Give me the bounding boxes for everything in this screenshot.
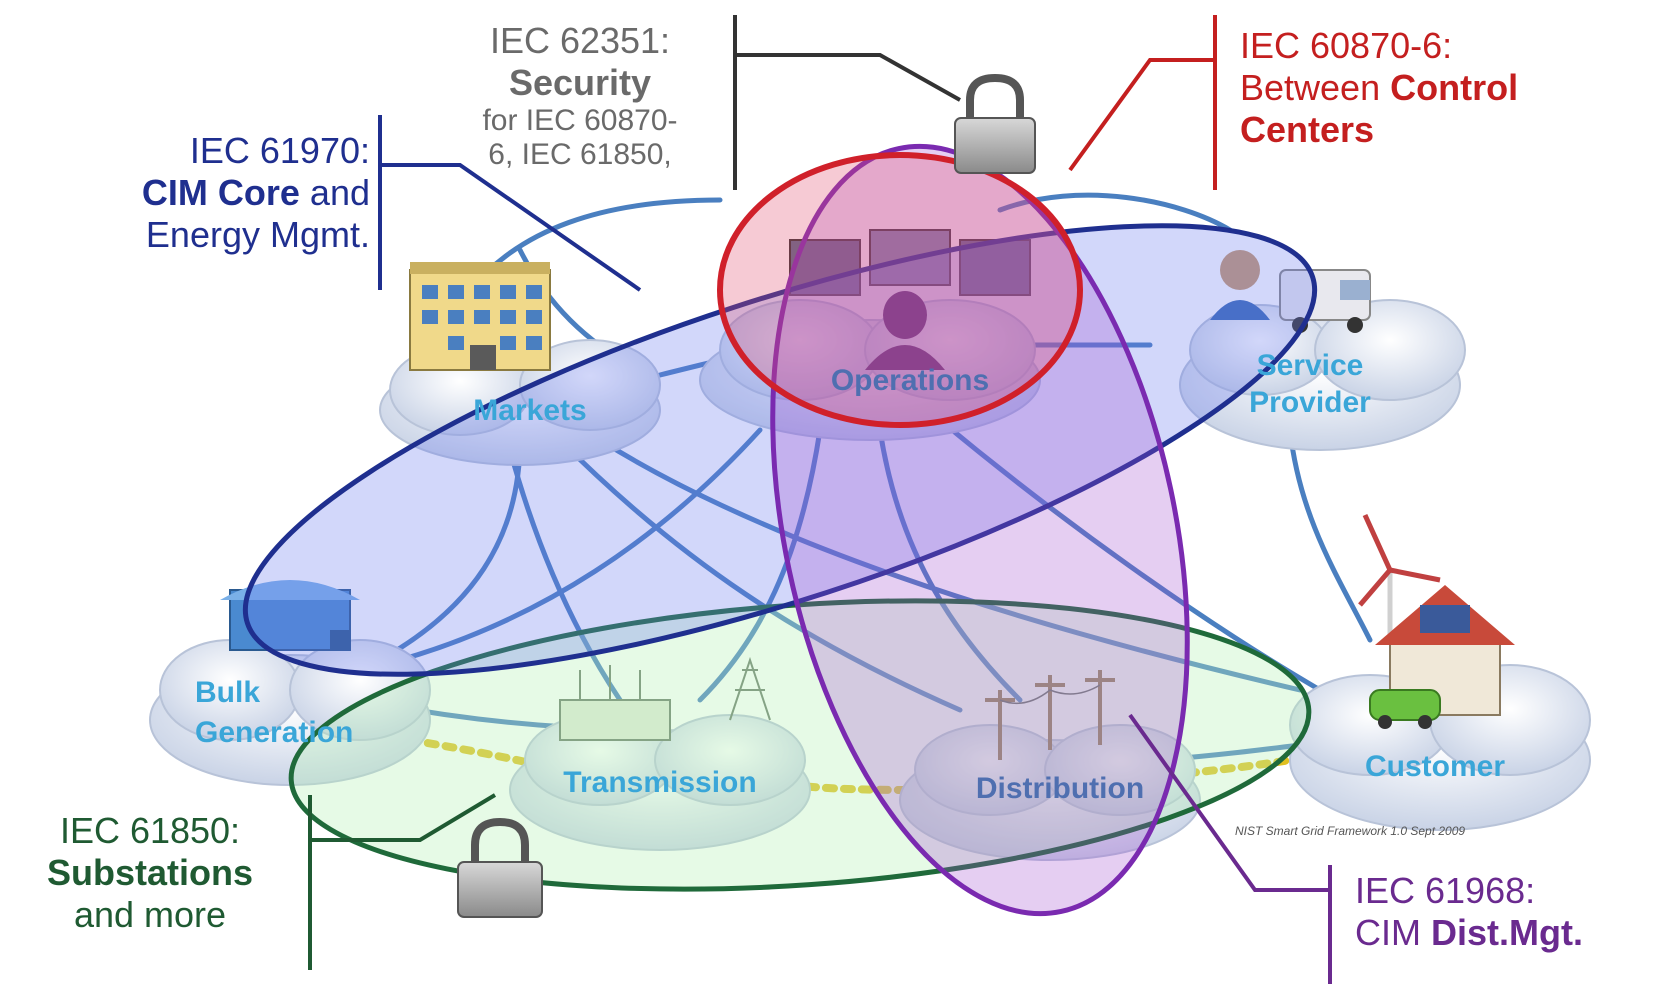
node-label-operations: Operations xyxy=(831,364,989,397)
control-centers-desc: Between Control xyxy=(1240,67,1650,109)
power-plant-icon xyxy=(220,580,360,651)
dist-mgt-prefix: CIM xyxy=(1355,912,1431,953)
cim-core-bold: CIM Core xyxy=(141,172,300,213)
cim-core-callout: IEC 61970: CIM Core and Energy Mgmt. xyxy=(60,130,370,256)
blue-scope-ellipse xyxy=(242,223,1318,677)
node-label-distribution: Distribution xyxy=(976,772,1144,805)
node-label-bulk-generation: Generation xyxy=(195,716,353,749)
cloud-operations xyxy=(699,299,1041,441)
node-label-customer: Customer xyxy=(1365,750,1505,783)
security-title: Security xyxy=(508,62,652,103)
substations-desc: and more xyxy=(73,894,227,935)
lock-icon xyxy=(457,817,543,918)
security-callout: IEC 62351: Security for IEC 60870- 6, IE… xyxy=(440,20,720,172)
wind-turbine-icon xyxy=(1358,513,1441,640)
lock-icon xyxy=(954,73,1036,174)
dist-mgt-standard: IEC 61968: xyxy=(1355,870,1536,911)
dist-mgt-callout: IEC 61968: CIM Dist.Mgt. xyxy=(1355,870,1655,954)
house-icon xyxy=(1369,585,1515,729)
cim-core-desc: CIM Core and xyxy=(60,172,370,214)
transmission-substation-icon xyxy=(559,656,771,741)
substations-standard: IEC 61850: xyxy=(59,810,241,851)
node-label-transmission: Transmission xyxy=(563,766,756,799)
node-label-markets: Markets xyxy=(473,394,586,427)
cim-core-standard: IEC 61970: xyxy=(189,130,370,171)
security-detail: for IEC 60870- xyxy=(482,104,678,137)
substations-callout: IEC 61850: Substations and more xyxy=(5,810,295,936)
security-standard: IEC 62351: xyxy=(489,20,671,61)
node-label-bulk-generation: Bulk xyxy=(195,676,260,709)
red-scope-ellipse xyxy=(717,152,1083,428)
purple-scope-ellipse xyxy=(770,143,1190,917)
control-centers-bold: Centers xyxy=(1240,109,1375,150)
control-centers-prefix: Between xyxy=(1240,67,1391,108)
cim-core-desc: Energy Mgmt. xyxy=(145,214,370,255)
control-centers-bold: Control xyxy=(1390,67,1519,108)
cloud-bulk-generation xyxy=(149,639,431,786)
distribution-poles-icon xyxy=(985,670,1115,760)
cim-core-suffix: and xyxy=(299,172,370,213)
dist-mgt-bold: Dist.Mgt. xyxy=(1431,912,1583,953)
security-detail: 6, IEC 61850, xyxy=(488,138,672,171)
source-credit: NIST Smart Grid Framework 1.0 Sept 2009 xyxy=(1235,824,1465,838)
node-label-service-provider: Service xyxy=(1257,349,1364,382)
control-centers-standard: IEC 60870-6: xyxy=(1240,25,1453,66)
office-building-icon xyxy=(409,262,551,371)
substations-title: Substations xyxy=(46,852,253,893)
dist-mgt-desc: CIM Dist.Mgt. xyxy=(1355,912,1655,954)
callout-lines xyxy=(308,15,1332,984)
node-label-service-provider: Provider xyxy=(1249,386,1371,419)
control-centers-callout: IEC 60870-6: Between Control Centers xyxy=(1240,25,1650,151)
cloud-customer xyxy=(1289,664,1591,831)
